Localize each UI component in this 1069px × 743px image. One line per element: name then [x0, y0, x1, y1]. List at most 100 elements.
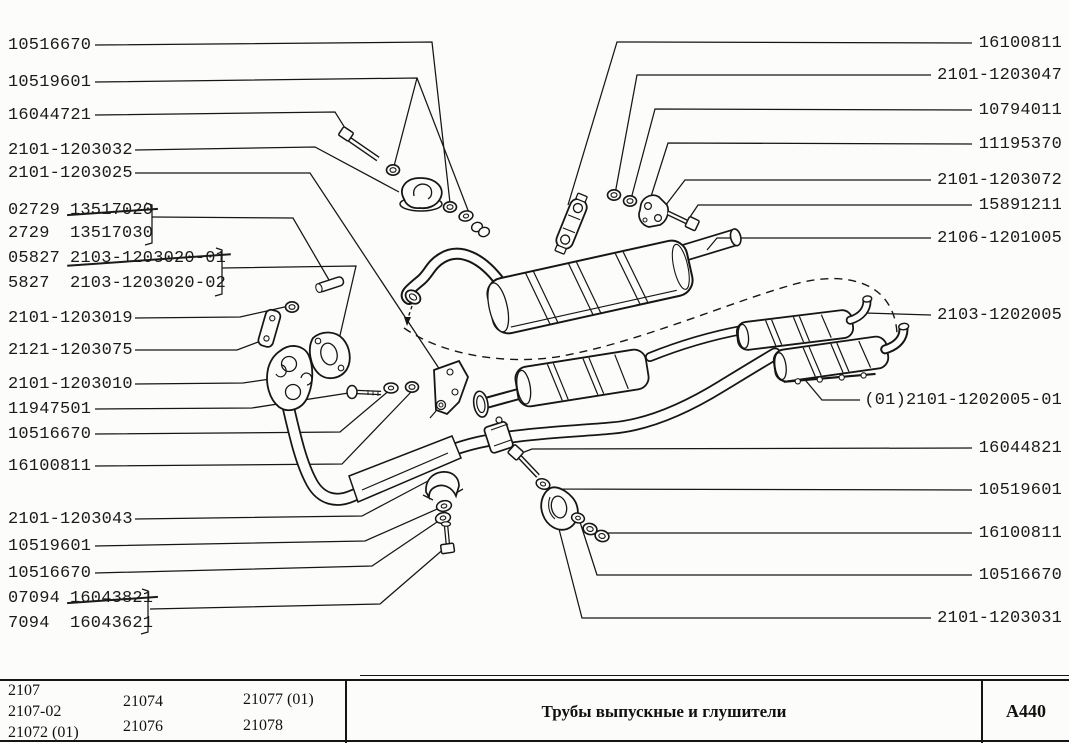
rear-muffler-lower — [772, 322, 910, 385]
leader-line — [630, 108, 973, 200]
section-title: Трубы выпускные и глушители — [541, 702, 787, 721]
leader-line — [94, 77, 418, 171]
part-number-label: 2101-1203072 — [937, 171, 1062, 190]
part-number-label: 2101-1203010 — [8, 375, 133, 394]
part-number-label: 2101-1203031 — [937, 609, 1062, 628]
model-code: 21077 (01) — [243, 691, 314, 708]
table-divider — [345, 680, 347, 743]
table-divider — [981, 680, 983, 743]
leader-line — [134, 480, 429, 520]
leader-line — [647, 142, 973, 207]
leader-line — [416, 77, 472, 219]
leader-line — [94, 389, 414, 467]
triangle-bracket — [429, 359, 469, 419]
leader-line — [94, 505, 445, 547]
model-code: 21078 — [243, 717, 283, 734]
washer — [435, 499, 453, 513]
leader-line — [94, 111, 351, 137]
table-border — [360, 675, 1069, 676]
underbody-dashed-outline — [403, 277, 898, 361]
leader-line — [94, 391, 356, 410]
leader-line — [687, 204, 972, 221]
part-number-label: 10516670 — [978, 566, 1062, 585]
leader-line — [151, 216, 330, 281]
part-number-label: 16044821 — [978, 439, 1062, 458]
leader-line — [135, 172, 445, 377]
part-number-label: 10516670 — [8, 564, 92, 583]
nut — [594, 529, 610, 543]
nut — [284, 301, 300, 313]
outlet-open-end — [729, 228, 742, 247]
nut — [442, 201, 458, 213]
part-number-label: 10519601 — [8, 73, 92, 92]
leader-line — [800, 374, 860, 401]
flattened-section — [348, 435, 462, 504]
bolt — [338, 126, 380, 162]
nut — [404, 381, 420, 393]
part-number-label: 10519601 — [978, 481, 1062, 500]
clamp-halves — [470, 221, 491, 238]
leader-line — [578, 518, 972, 576]
main-muffler — [400, 228, 742, 335]
part-number-label: 10794011 — [978, 101, 1062, 120]
part-number-label: 11947501 — [8, 400, 92, 419]
dashed-arrow — [407, 305, 413, 319]
leader-line — [658, 179, 931, 215]
leader-line — [706, 237, 931, 251]
leader-line — [558, 528, 931, 619]
hardware — [257, 126, 700, 555]
part-number-label: 10519601 — [8, 537, 92, 556]
leader-line — [94, 517, 444, 574]
washer — [570, 512, 586, 524]
leader-line — [543, 485, 973, 491]
leader-line — [134, 377, 278, 385]
bolt — [666, 210, 700, 232]
nut — [385, 164, 401, 176]
part-number-label: (01)2101-1202005-01 — [864, 391, 1062, 410]
leader-line — [221, 265, 357, 345]
nut — [582, 522, 598, 536]
bracket-plate — [257, 308, 282, 348]
resonator — [472, 348, 650, 418]
part-number-label: 2106-1201005 — [937, 229, 1062, 248]
part-number-label: 11195370 — [978, 135, 1062, 154]
joint-clamp — [483, 416, 514, 454]
rubber-mount — [399, 177, 443, 212]
leader-line — [135, 338, 267, 351]
leader-line — [94, 41, 451, 204]
model-code: 2107 — [8, 682, 40, 699]
washer — [383, 382, 399, 394]
pipe-clamp-bracket — [422, 471, 464, 501]
part-number-label: 2103-1202005 — [937, 306, 1062, 325]
flange-plate — [638, 194, 670, 228]
table-border — [0, 679, 1069, 681]
front-pipe — [274, 347, 782, 506]
nut — [606, 189, 622, 201]
struck-part-number: 2103-1203020-01 — [70, 249, 227, 268]
table-border — [0, 740, 1069, 742]
part-number-label: 2101-1203032 — [8, 141, 133, 160]
gasket — [266, 345, 314, 411]
sheet-number: А440 — [1006, 701, 1046, 721]
struck-part-number: 16043821 — [70, 589, 154, 608]
bolt — [507, 444, 540, 478]
part-number-label: 2101-1203043 — [8, 510, 133, 529]
model-code: 21076 — [123, 718, 163, 735]
part-number-label: 2121-1203075 — [8, 341, 133, 360]
leader-line — [518, 447, 973, 455]
hanger-bracket — [540, 486, 579, 531]
part-number-label: 10516670 — [8, 36, 92, 55]
washer — [434, 511, 452, 525]
washer — [458, 210, 474, 222]
bolt — [346, 384, 382, 400]
washer — [535, 477, 551, 491]
model-code: 21074 — [123, 693, 163, 710]
model-code: 2107-02 — [8, 703, 62, 720]
leader-line — [149, 546, 447, 610]
